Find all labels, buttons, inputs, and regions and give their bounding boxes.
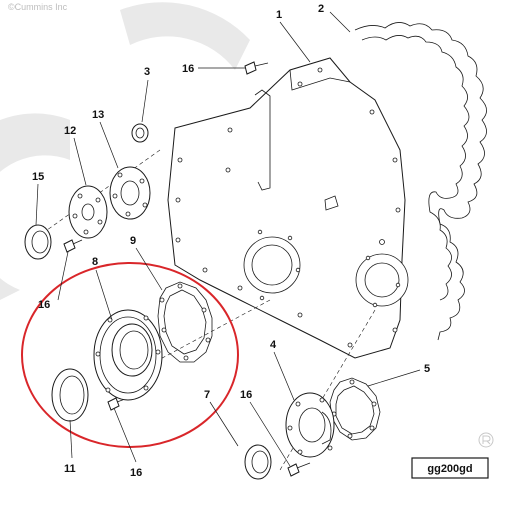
callout-15: 15 xyxy=(32,171,44,183)
part-3-plug xyxy=(131,123,149,143)
callout-16-upper: 16 xyxy=(182,63,194,75)
part-8-seal-housing xyxy=(93,309,163,401)
reference-code: gg200gd xyxy=(427,463,472,475)
part-4-rear-housing xyxy=(285,392,335,458)
watermark xyxy=(0,2,250,300)
capscrew-upper xyxy=(244,61,269,75)
part-7-seal xyxy=(244,444,272,480)
part-12-plate xyxy=(68,185,108,239)
leader-lines xyxy=(35,11,421,467)
reference-code-box: gg200gd xyxy=(411,457,489,479)
registered-mark xyxy=(478,432,494,448)
part-1-gear-housing xyxy=(167,57,409,359)
callout-labels: 1 2 3 4 5 7 8 9 11 12 13 15 16 16 16 16 xyxy=(32,3,430,479)
callout-8: 8 xyxy=(92,256,98,268)
callout-9: 9 xyxy=(130,235,136,247)
callout-2: 2 xyxy=(318,3,324,15)
callout-1: 1 xyxy=(276,9,282,21)
callout-4: 4 xyxy=(270,339,277,351)
callout-12: 12 xyxy=(64,125,76,137)
part-15-seal xyxy=(24,224,52,260)
callout-13: 13 xyxy=(92,109,104,121)
callout-5: 5 xyxy=(424,363,430,375)
capscrew-center xyxy=(107,397,129,411)
copyright-text: ©Cummins Inc xyxy=(8,2,68,12)
capscrew-lower-right xyxy=(287,462,311,477)
callout-3: 3 xyxy=(144,66,150,78)
part-5-gasket xyxy=(329,377,381,441)
part-11-oil-seal xyxy=(51,368,89,422)
capscrew-left xyxy=(63,239,83,253)
callout-11: 11 xyxy=(64,463,76,475)
part-13-cover-plate xyxy=(109,166,151,220)
callout-16-center: 16 xyxy=(130,467,142,479)
callout-16-left: 16 xyxy=(38,299,50,311)
part-2-flywheel-housing-gasket xyxy=(354,22,487,341)
callout-7: 7 xyxy=(204,389,210,401)
part-9-gasket xyxy=(157,281,213,363)
callout-16-right: 16 xyxy=(240,389,252,401)
